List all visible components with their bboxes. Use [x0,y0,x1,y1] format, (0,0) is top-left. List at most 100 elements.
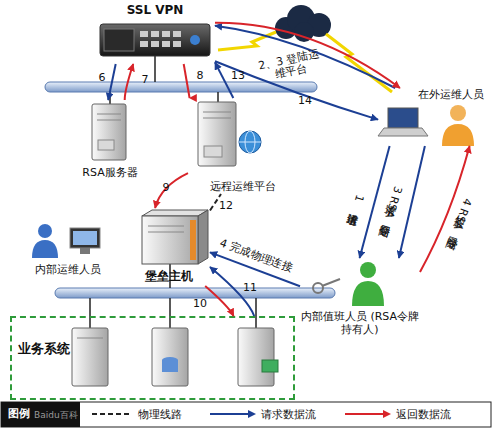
server-slot [203,118,231,119]
vpn-port [140,41,148,47]
step-label: 6 [99,72,106,84]
duty-officer: 内部值班人员 (RSA令牌持有人) [300,258,420,342]
monitor-screen [73,231,97,245]
server-icon [92,104,126,160]
wire [169,298,171,328]
laptop-base [378,128,428,136]
node-label: 在外运维人员 [416,88,486,101]
watermark: Baidu百科 [34,409,78,422]
globe-icon [239,131,261,153]
server-icon [152,328,188,386]
bastion-side [198,210,208,264]
step-label: 1 请求运维 [351,193,366,207]
wire [109,92,111,104]
person-head [38,224,52,238]
return-flow [155,173,188,208]
request-flow [360,146,390,258]
bastion-top [142,210,208,216]
remote-operator: 在外运维人员 [378,88,486,146]
vpn-led [190,35,200,45]
legend-sample [345,413,385,415]
bastion-host: 堡垒主机 [128,208,210,286]
step-label: 4 应答RSA登陆口令 [451,197,474,232]
card-icon [262,360,278,372]
return-flow [184,64,190,98]
vpn-panel [104,29,134,51]
person-body [352,281,384,306]
globe-line [239,142,261,143]
server-slot [97,120,121,121]
cloud [294,22,314,42]
network-bus [45,82,317,92]
server-slot [97,114,121,115]
legend-text: 物理线路 [138,408,182,421]
laptop-screen [388,108,418,128]
step-label: 8 [197,70,204,82]
bastion-strip [190,220,196,260]
request-flow [108,64,116,100]
bastion-icon [142,216,198,264]
server-slot [77,338,103,339]
node-label: 内部值班人员 (RSA令牌持有人) [300,310,420,336]
step-label: 10 [193,298,207,310]
legend-header [1,402,80,427]
step-label: 14 [298,95,312,107]
server-slot [148,232,184,233]
step-label: 12 [219,200,233,212]
monitor-icon [70,228,100,248]
vpn-port [173,31,181,37]
wireless-bolt [326,34,392,92]
return-flow [215,23,400,88]
monitor-stand [80,248,90,254]
vpn-port [173,41,181,47]
legend-text: 返回数据流 [396,408,451,421]
person-head [450,105,466,121]
wire [217,92,219,102]
server-slot [203,112,231,113]
vpn-port [140,31,148,37]
network-bus [55,288,335,298]
vpn-port [162,41,170,47]
return-flow [125,64,134,100]
token-key [313,283,323,293]
legend-text: 请求数据流 [261,408,316,421]
wire [255,298,257,328]
server-panel [98,140,114,150]
step-label: 3 请求RSA登陆口令 [382,185,403,220]
person-body [442,124,474,146]
step-label: 9 [163,182,170,194]
request-flow [215,62,233,98]
vpn-gateway: SSL VPN [95,2,215,64]
legend-sample [92,413,132,415]
wireless-bolt [218,32,276,50]
node-label: 远程运维平台 [208,180,278,193]
request-flow [399,146,425,258]
server-slot [148,226,184,227]
database-icon [162,360,178,372]
server-icon [238,328,274,386]
node-label: 堡垒主机 [128,270,210,283]
vpn-port [151,41,159,47]
remote-ops-platform: 远程运维平台 [188,98,278,194]
step-label: 2、3 登陆运维平台 [252,47,327,85]
legend-sample [210,413,250,415]
step-label: 7 [142,74,149,86]
server-panel [204,146,222,157]
step-label: 4 完成物理连接 [218,237,294,274]
server-icon [198,102,236,166]
legend-sample [248,410,256,418]
wire [154,56,156,82]
node-label: SSL VPN [95,4,215,17]
legend-frame [1,402,491,427]
node-label: RSA服务器 [72,166,148,179]
internal-operator: 内部运维人员 [18,222,118,278]
node-label: 内部运维人员 [18,263,118,276]
step-label: 11 [243,282,257,294]
server-icon [72,328,108,386]
vpn-port [151,31,159,37]
return-flow [205,286,233,316]
request-flow [215,26,395,88]
